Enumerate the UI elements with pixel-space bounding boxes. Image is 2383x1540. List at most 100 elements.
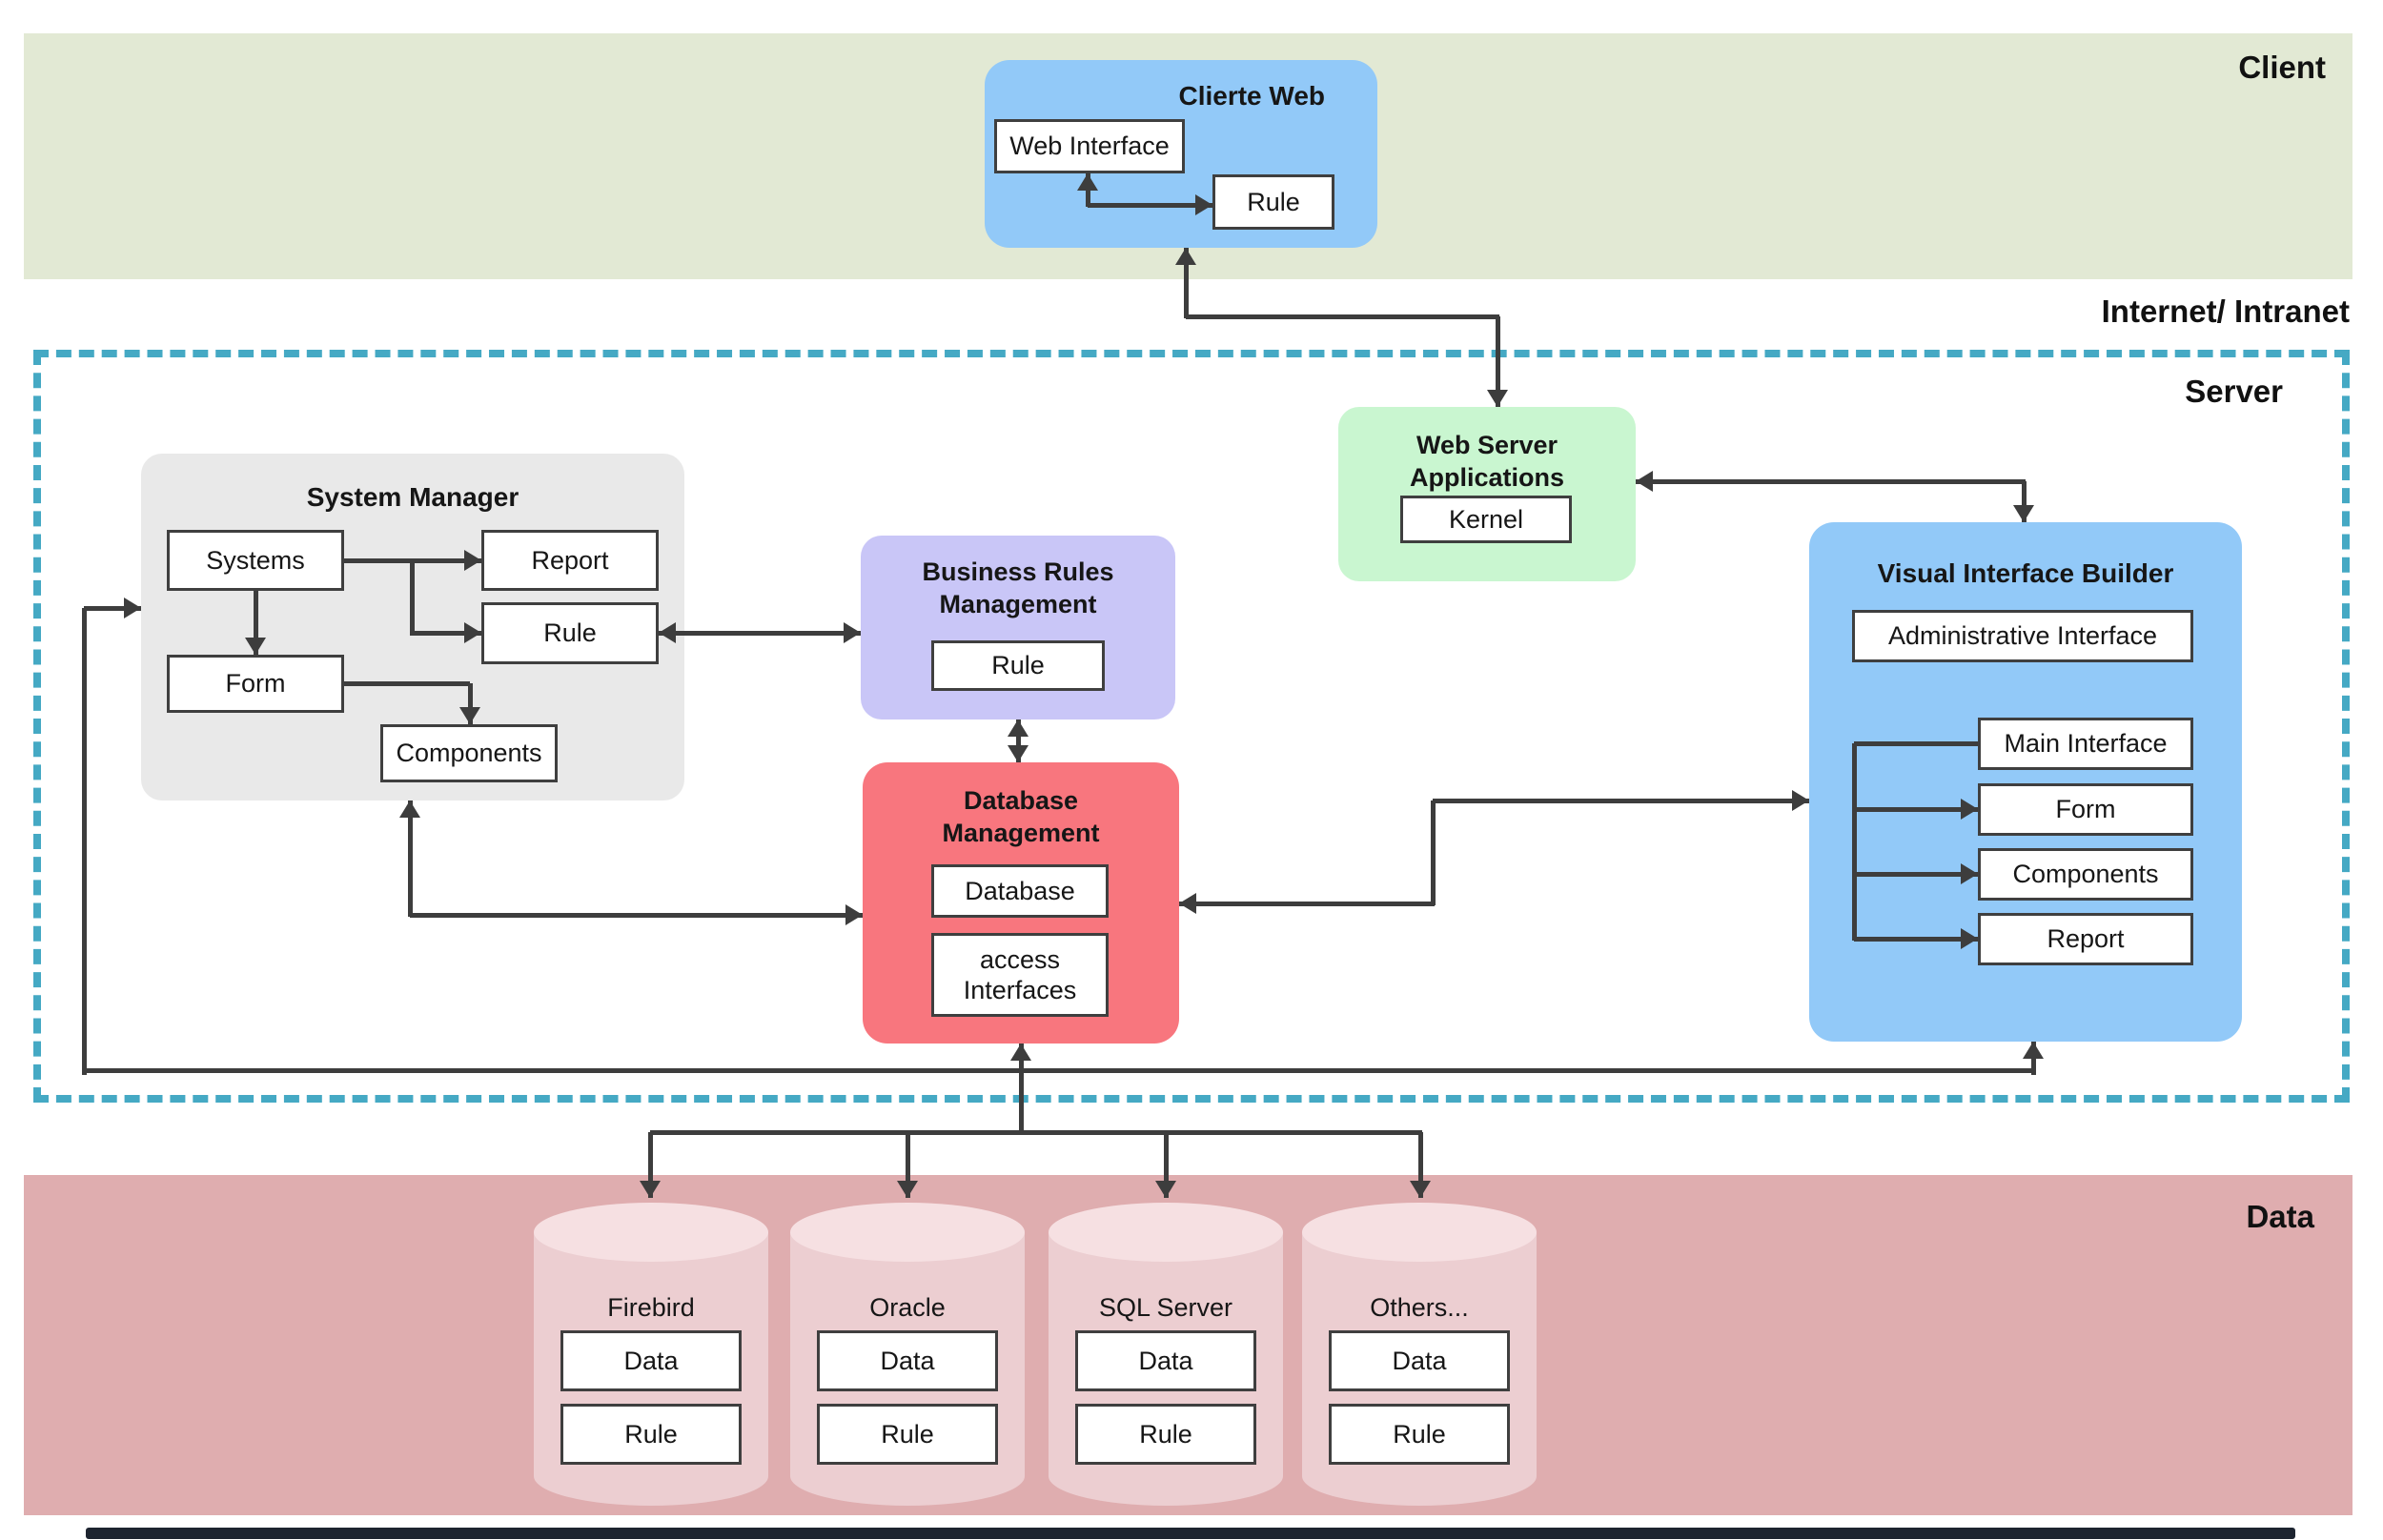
others-cylinder: Others... Data Rule	[1302, 1203, 1537, 1506]
arrowhead-icon	[1179, 893, 1196, 914]
server-boundary	[33, 350, 2350, 1103]
database-box: Database	[931, 864, 1109, 918]
arrowhead-icon	[124, 598, 141, 618]
line-segment	[82, 608, 87, 1075]
line-segment	[650, 1130, 1422, 1135]
arrowhead-icon	[897, 1181, 918, 1198]
arrowhead-icon	[245, 638, 266, 655]
datastore-rule-box: Rule	[1075, 1404, 1256, 1465]
cliente-web-group: Clierte Web Web Interface Rule	[985, 60, 1377, 248]
system-manager-title: System Manager	[306, 482, 519, 512]
line-segment	[1179, 902, 1435, 906]
arrowhead-icon	[1077, 173, 1098, 191]
datastore-name: Others...	[1370, 1293, 1469, 1322]
line-segment	[410, 913, 863, 918]
line-segment	[84, 606, 141, 611]
line-segment	[1418, 1132, 1423, 1198]
cylinder-top	[534, 1203, 768, 1262]
line-segment	[2022, 481, 2027, 522]
line-segment	[906, 1132, 910, 1198]
systems-box: Systems	[167, 530, 344, 591]
cylinder-top	[1049, 1203, 1283, 1262]
client-band-label: Client	[2238, 50, 2326, 85]
arrowhead-icon	[640, 1181, 661, 1198]
line-segment	[1854, 807, 1978, 812]
arrowhead-icon	[399, 800, 420, 818]
line-segment	[1496, 316, 1500, 407]
database-management-title: Database Management	[942, 786, 1100, 847]
arrowhead-icon	[1487, 390, 1508, 407]
kernel-box: Kernel	[1400, 496, 1572, 543]
line-segment	[1184, 248, 1189, 318]
arrowhead-icon	[1410, 1181, 1431, 1198]
visual-interface-builder-title: Visual Interface Builder	[1877, 558, 2174, 588]
vib-components-box: Components	[1978, 848, 2193, 901]
internet-intranet-label: Internet/ Intranet	[2101, 294, 2350, 329]
line-segment	[1016, 719, 1021, 762]
arrowhead-icon	[464, 550, 481, 571]
vib-form-box: Form	[1978, 783, 2193, 836]
line-segment	[1854, 872, 1978, 877]
arrowhead-icon	[1961, 863, 1978, 884]
cylinder-top	[1302, 1203, 1537, 1262]
datastore-name: Oracle	[869, 1293, 946, 1322]
line-segment	[1433, 799, 1809, 803]
datastore-data-box: Data	[1329, 1330, 1510, 1391]
line-segment	[1852, 743, 1857, 941]
line-segment	[1854, 741, 1978, 746]
oracle-cylinder: Oracle Data Rule	[790, 1203, 1025, 1506]
line-segment	[1854, 937, 1978, 942]
vib-report-box: Report	[1978, 913, 2193, 965]
main-interface-box: Main Interface	[1978, 718, 2193, 770]
cylinder-top	[790, 1203, 1025, 1262]
arrowhead-icon	[1961, 799, 1978, 820]
business-rules-management-title: Business Rules Management	[922, 557, 1114, 618]
arrowhead-icon	[845, 904, 863, 925]
datastore-data-box: Data	[817, 1330, 998, 1391]
firebird-cylinder: Firebird Data Rule	[534, 1203, 768, 1506]
web-server-applications-group: Web Server Applications Kernel	[1338, 407, 1636, 581]
brm-rule-box: Rule	[931, 640, 1105, 691]
administrative-interface-box: Administrative Interface	[1852, 610, 2193, 662]
arrowhead-icon	[844, 622, 861, 643]
line-segment	[254, 591, 258, 655]
datastore-name: Firebird	[607, 1293, 695, 1322]
server-label: Server	[2185, 374, 2283, 409]
arrowhead-icon	[1175, 248, 1196, 265]
datastore-data-box: Data	[1075, 1330, 1256, 1391]
sm-form-box: Form	[167, 655, 344, 713]
sm-components-box: Components	[380, 724, 558, 782]
arrowhead-icon	[2023, 1042, 2044, 1059]
line-segment	[1019, 1044, 1024, 1134]
arrowhead-icon	[1010, 1044, 1031, 1061]
datastore-name: SQL Server	[1098, 1293, 1233, 1322]
datastore-rule-box: Rule	[1329, 1404, 1510, 1465]
arrowhead-icon	[1008, 719, 1029, 737]
datastore-rule-box: Rule	[560, 1404, 742, 1465]
web-server-applications-title: Web Server Applications	[1409, 431, 1564, 492]
line-segment	[408, 800, 413, 917]
arrowhead-icon	[459, 707, 480, 724]
arrowhead-icon	[1155, 1181, 1176, 1198]
line-segment	[648, 1132, 653, 1198]
line-segment	[1088, 203, 1212, 208]
visual-interface-builder-group: Visual Interface Builder Administrative …	[1809, 522, 2242, 1042]
line-segment	[1186, 314, 1499, 319]
cliente-web-title: Clierte Web	[1178, 81, 1325, 111]
line-segment	[410, 560, 415, 636]
line-segment	[412, 631, 481, 636]
arrowhead-icon	[1636, 471, 1653, 492]
bottom-bar	[86, 1528, 2295, 1539]
line-segment	[1636, 479, 2026, 484]
arrowhead-icon	[1008, 745, 1029, 762]
arrowhead-icon	[659, 622, 676, 643]
database-management-group: Database Management Database access Inte…	[863, 762, 1179, 1044]
line-segment	[659, 631, 861, 636]
line-segment	[344, 681, 470, 686]
line-segment	[1164, 1132, 1169, 1198]
business-rules-management-group: Business Rules Management Rule	[861, 536, 1175, 719]
datastore-rule-box: Rule	[817, 1404, 998, 1465]
arrowhead-icon	[1961, 928, 1978, 949]
line-segment	[468, 683, 473, 724]
sm-report-box: Report	[481, 530, 659, 591]
